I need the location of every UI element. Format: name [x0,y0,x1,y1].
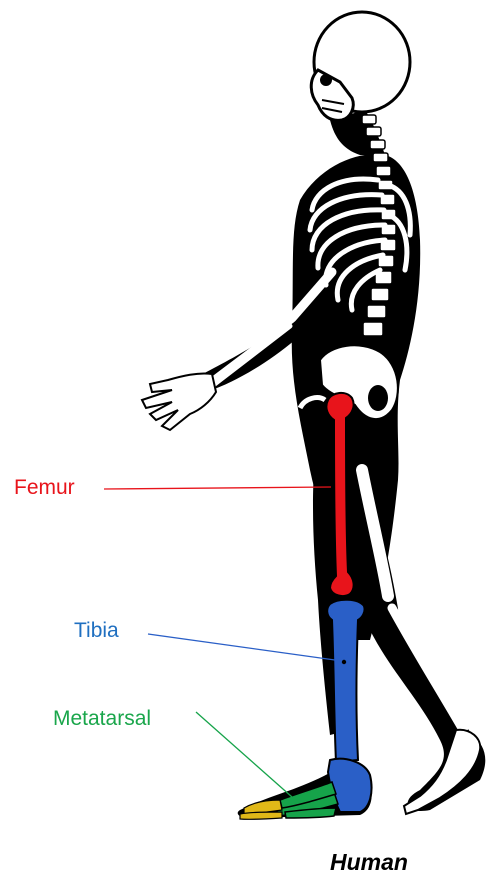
hand [142,373,216,430]
tibia-leader-line [148,634,342,661]
figure-caption: Human [330,849,408,876]
skull [311,12,410,120]
tibia-label: Tibia [74,619,119,643]
metatarsal-label: Metatarsal [53,707,151,731]
femur-leader-line [104,487,331,489]
metatarsal-leader-line [196,712,292,797]
phalanges [240,800,282,819]
femur-label: Femur [14,476,75,500]
